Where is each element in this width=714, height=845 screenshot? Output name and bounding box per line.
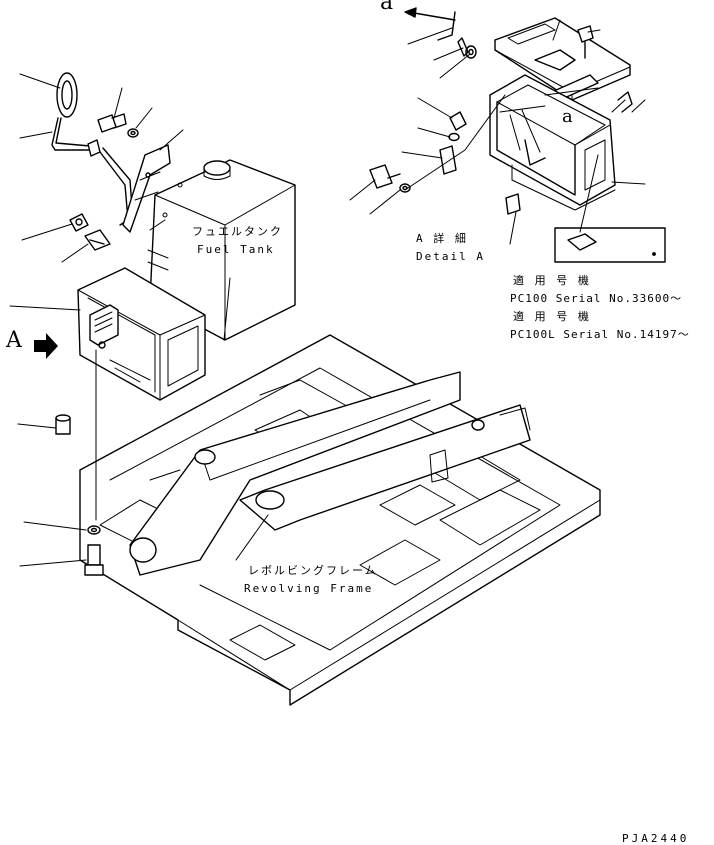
view-a-arrow	[34, 333, 58, 359]
fuel-tank-label-en: Fuel Tank	[197, 243, 275, 256]
applicability-heading-2: 適 用 号 機	[513, 310, 591, 323]
applicability-text-2: PC100L Serial No.14197～	[510, 328, 690, 341]
revolving-frame-label-jp: レボルビングフレーム	[248, 564, 378, 577]
revolving-frame	[79, 334, 601, 706]
callout-letter-a: a	[562, 106, 573, 127]
detail-a-heading: A 詳 細	[416, 232, 468, 245]
detail-a-assembly	[369, 7, 666, 263]
revolving-frame-label-en: Revolving Frame	[244, 582, 374, 595]
applicability-text-1: PC100 Serial No.33600～	[510, 292, 683, 305]
drawing-number: PJA2440	[622, 832, 690, 845]
leader-lines	[9, 19, 646, 567]
detail-a-heading-en: Detail A	[416, 250, 485, 263]
tool-box	[77, 267, 206, 401]
applicability-heading-1: 適 用 号 機	[513, 274, 591, 287]
fuel-tank-label-jp: フュエルタンク	[192, 225, 283, 238]
lock-assembly	[51, 72, 171, 251]
bottom-fasteners	[55, 349, 104, 576]
view-a-label: A	[6, 328, 22, 353]
view-marker-a: a	[380, 0, 394, 15]
fuel-tank	[147, 159, 296, 341]
